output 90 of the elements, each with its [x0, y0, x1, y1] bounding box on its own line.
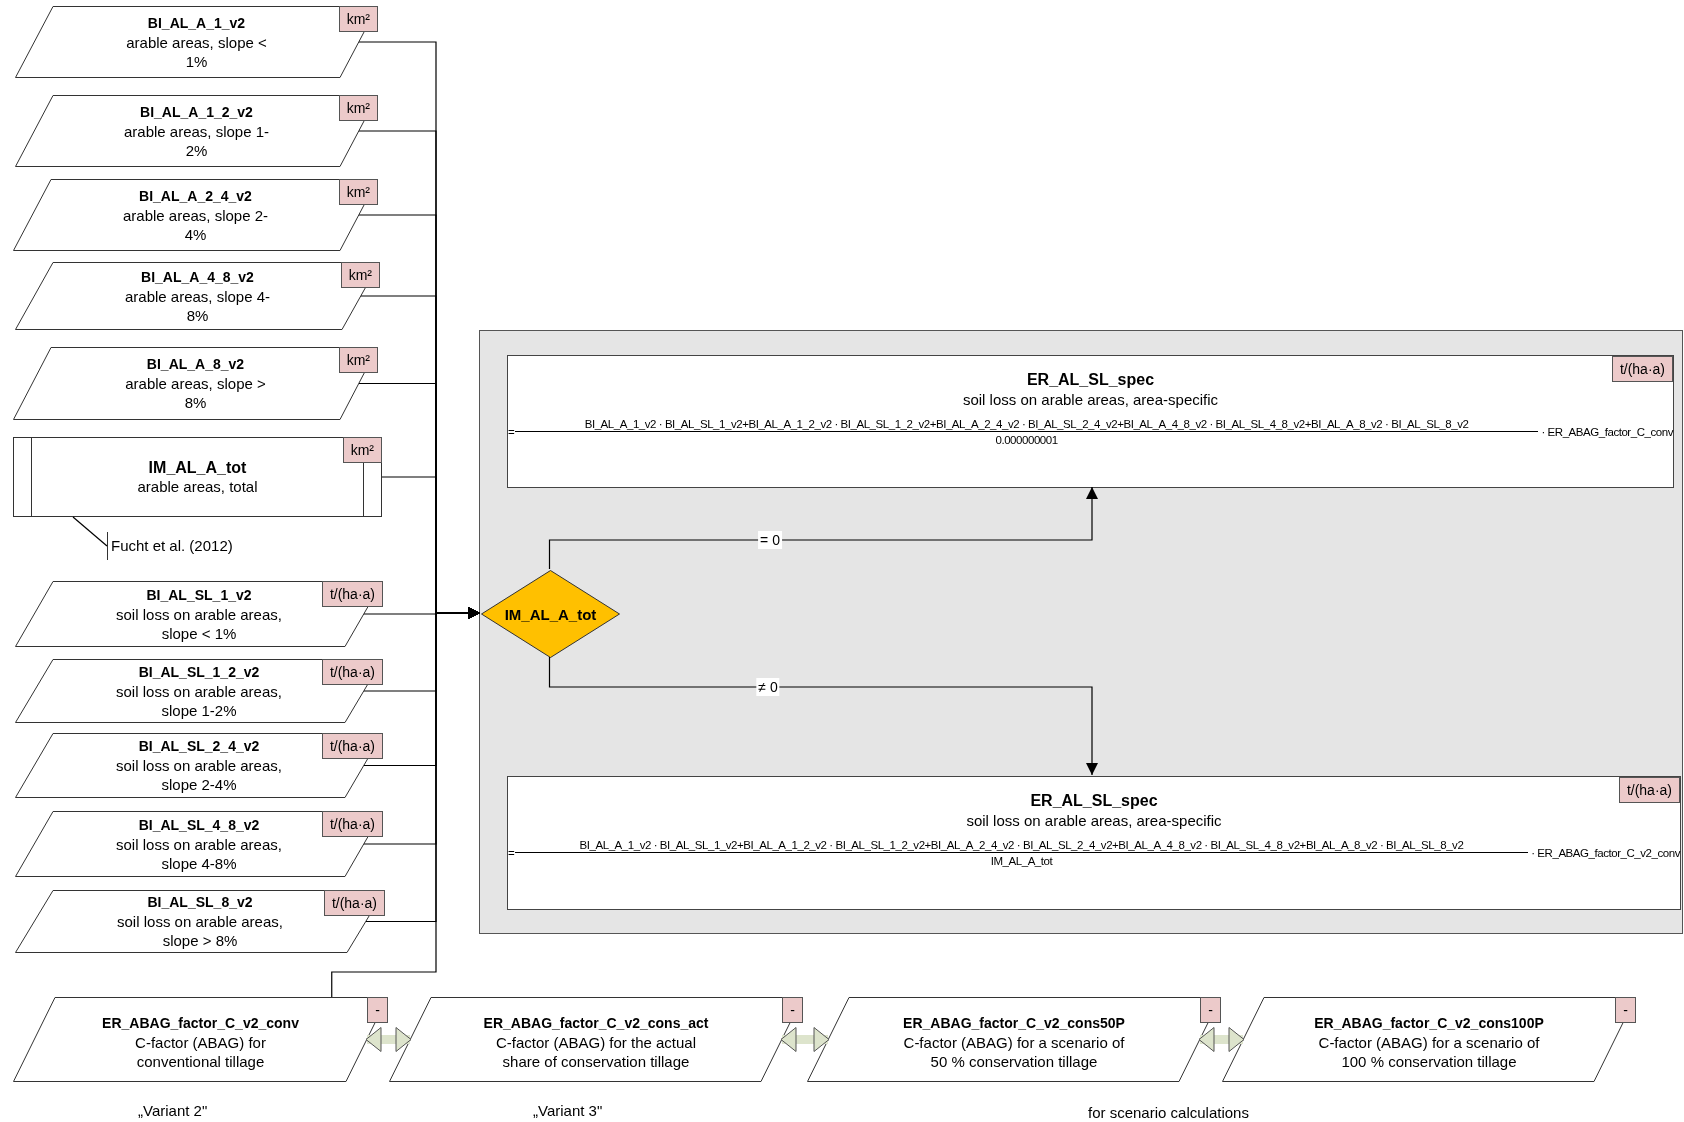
variable-name: ER_ABAG_factor_C_v2_cons50P: [903, 1014, 1125, 1033]
unit-tag: -: [367, 997, 388, 1023]
variable-description: C-factor (ABAG) for a scenario of 50 % conservation tillage: [902, 1033, 1126, 1071]
variable-description: soil loss on arable areas, slope 4-8%: [115, 834, 283, 873]
variable-name: BI_AL_A_1_2_v2: [140, 102, 253, 122]
variable-name: ER_ABAG_factor_C_v2_cons100P: [1314, 1014, 1544, 1033]
variable-description: C-factor (ABAG) for the actual share of conservation tillage: [494, 1033, 698, 1071]
leader-line: [72, 516, 108, 547]
input-parallelogram: [15, 581, 383, 647]
unit-tag: km²: [342, 437, 382, 463]
unit-tag: km²: [338, 6, 378, 32]
edge-label: ≠ 0: [756, 678, 780, 696]
formula-equals: =: [508, 847, 515, 859]
input-parallelogram: [13, 179, 378, 251]
variable-description: C-factor (ABAG) for conventional tillage: [134, 1033, 267, 1071]
unit-tag: t/(ha·a): [323, 890, 385, 916]
edge-label: = 0: [758, 531, 782, 549]
variable-name: BI_AL_A_4_8_v2: [141, 267, 254, 287]
variable-description: soil loss on arable areas, area-specific: [962, 390, 1219, 410]
note-label: „Variant 3": [533, 1102, 603, 1120]
double-arrow: [1198, 1027, 1245, 1052]
variable-name: BI_AL_SL_1_v2: [146, 585, 252, 605]
variable-name: BI_AL_SL_1_2_v2: [138, 662, 260, 682]
variable-description: soil loss on arable areas, slope 1-2%: [115, 681, 283, 720]
input-parallelogram: [13, 997, 388, 1082]
formula-denominator: 0.000000001: [995, 434, 1058, 446]
formula-numerator: BI_AL_A_1_v2 · BI_AL_SL_1_v2+BI_AL_A_1_2_v2 · BI_AL_SL_1_2_v2+BI_AL_A_2_4_v2 · BI_AL_SL_2_4_v2+BI_AL_A_4_8_v2 · BI_AL_SL_4_8_v2+BI_AL_A_8_v2 · BI_AL_SL_8_v2: [514, 418, 1539, 432]
unit-tag: t/(ha·a): [1618, 777, 1680, 803]
variable-name: BI_AL_SL_8_v2: [147, 893, 253, 912]
input-parallelogram: [15, 262, 380, 330]
note-label: „Variant 2": [138, 1102, 208, 1120]
variable-description: C-factor (ABAG) for a scenario of 100 % conservation tillage: [1317, 1033, 1541, 1071]
variable-description: arable areas, slope 4-8%: [123, 286, 272, 325]
unit-tag: t/(ha·a): [321, 581, 383, 607]
variable-description: soil loss on arable areas, slope < 1%: [115, 604, 283, 643]
formula-factor: · ER_ABAG_factor_C_v2_conv: [1531, 847, 1680, 859]
unit-tag: t/(ha·a): [321, 733, 383, 759]
unit-tag: km²: [338, 347, 378, 373]
input-parallelogram: [15, 6, 378, 78]
formula-factor: · ER_ABAG_factor_C_conv: [1541, 426, 1673, 438]
variable-description: arable areas, slope 2-4%: [121, 205, 270, 244]
unit-tag: -: [782, 997, 803, 1023]
variable-name: BI_AL_A_1_v2: [147, 13, 246, 33]
variable-description: soil loss on arable areas, slope 2-4%: [115, 756, 283, 794]
arrow: [548, 656, 1098, 776]
calculation-panel: [479, 330, 1683, 934]
note-label: for scenario calculations: [1088, 1104, 1249, 1122]
formula-denominator: IM_AL_A_tot: [990, 855, 1053, 867]
input-parallelogram: [13, 347, 378, 420]
variable-name: BI_AL_SL_4_8_v2: [138, 815, 260, 835]
result-box: [507, 776, 1681, 910]
unit-tag: t/(ha·a): [1611, 356, 1673, 382]
unit-tag: -: [1615, 997, 1636, 1023]
variable-name: BI_AL_SL_2_4_v2: [138, 737, 260, 756]
unit-tag: t/(ha·a): [321, 811, 383, 837]
arrow: [548, 486, 1098, 570]
variable-description: soil loss on arable areas, slope > 8%: [116, 912, 284, 950]
variable-description: arable areas, slope 1-2%: [122, 121, 271, 160]
variable-description: arable areas, total: [136, 477, 259, 496]
input-parallelogram: [15, 890, 385, 953]
formula-equals: =: [508, 426, 515, 438]
unit-tag: -: [1200, 997, 1221, 1023]
variable-description: soil loss on arable areas, area-specific: [966, 811, 1222, 831]
input-parallelogram: [15, 95, 378, 167]
formula-numerator: BI_AL_A_1_v2 · BI_AL_SL_1_v2+BI_AL_A_1_2_v2 · BI_AL_SL_1_2_v2+BI_AL_A_2_4_v2 · BI_AL_SL_2_4_v2+BI_AL_A_4_8_v2 · BI_AL_SL_4_8_v2+BI_AL_A_8_v2 · BI_AL_SL_8_v2: [514, 839, 1529, 853]
input-parallelogram: [15, 659, 383, 723]
variable-name: BI_AL_A_2_4_v2: [139, 186, 252, 206]
unit-tag: km²: [338, 95, 378, 121]
decision-diamond: [481, 570, 620, 658]
result-box: [507, 355, 1674, 488]
variable-name: ER_ABAG_factor_C_v2_cons_act: [483, 1014, 709, 1033]
variable-name: BI_AL_A_8_v2: [146, 355, 245, 374]
variable-name: ER_ABAG_factor_C_v2_conv: [102, 1014, 299, 1033]
unit-tag: km²: [338, 179, 378, 205]
input-parallelogram: [15, 811, 383, 877]
variable-description: arable areas, slope < 1%: [125, 32, 268, 71]
variable-name: ER_AL_SL_spec: [1026, 370, 1155, 390]
double-arrow: [365, 1027, 412, 1052]
input-parallelogram: [15, 733, 383, 798]
variable-name: ER_AL_SL_spec: [1030, 791, 1158, 811]
unit-tag: t/(ha·a): [321, 659, 383, 685]
variable-description: arable areas, slope > 8%: [124, 374, 267, 412]
input-parallelogram: [389, 997, 803, 1082]
variable-name: IM_AL_A_tot: [148, 458, 247, 477]
input-parallelogram: [807, 997, 1221, 1082]
double-arrow: [780, 1027, 830, 1052]
variable-name: IM_AL_A_tot: [504, 604, 597, 624]
predefined-process-box: [13, 437, 382, 517]
input-parallelogram: [1222, 997, 1636, 1082]
unit-tag: km²: [340, 262, 380, 288]
